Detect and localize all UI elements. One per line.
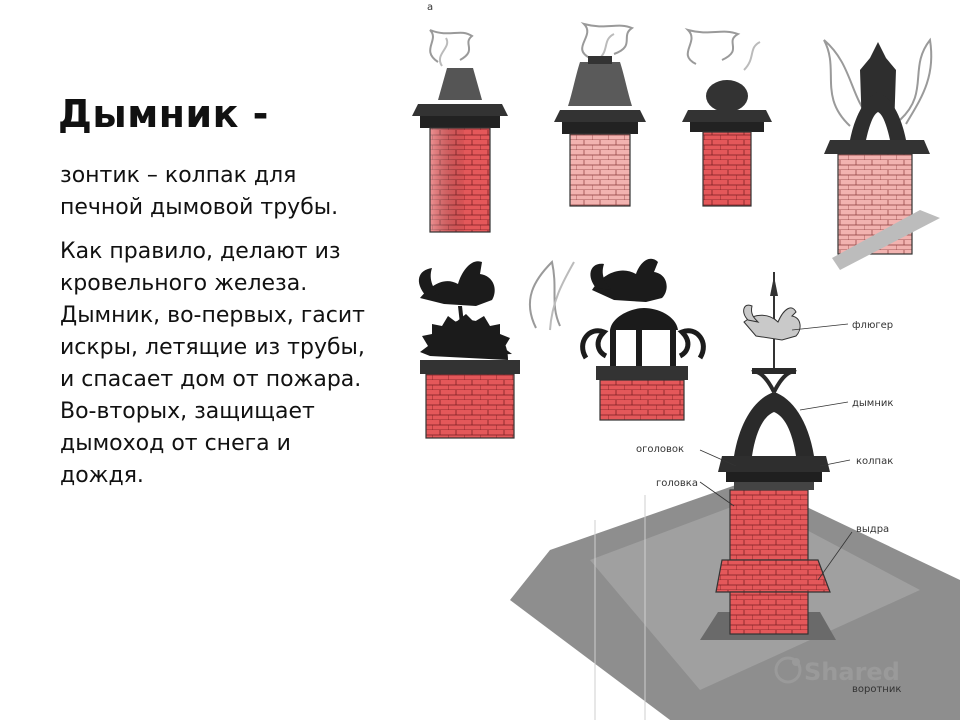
slide-title: Дымник - [58, 92, 269, 136]
label-vorotnik: воротник [852, 684, 901, 695]
watermark-text: Shared [804, 658, 900, 686]
label-kolpak: колпак [856, 456, 893, 467]
chimney-5 [418, 259, 575, 439]
figure-marker: а [427, 2, 433, 13]
label-vydra: выдра [856, 524, 889, 535]
chimney-4 [823, 37, 940, 270]
chimney-1 [412, 29, 508, 233]
chimney-3 [682, 28, 772, 207]
definition-paragraph: зонтик – колпак для печной дымовой трубы… [60, 163, 339, 220]
slide-body: зонтик – колпак для печной дымовой трубы… [60, 160, 380, 504]
label-fluger: флюгер [852, 320, 893, 331]
chimney-6 [580, 258, 706, 421]
label-ogolovok: оголовок [636, 444, 684, 455]
labeled-chimney [510, 272, 960, 720]
label-golovka: головка [656, 478, 698, 489]
label-dymnik: дымник [852, 398, 893, 409]
chimney-2 [554, 22, 646, 207]
description-paragraph: Как правило, делают из кровельного желез… [60, 239, 365, 488]
chimney-cap-illustration: а [412, 2, 960, 720]
watermark: Shared [774, 656, 900, 686]
